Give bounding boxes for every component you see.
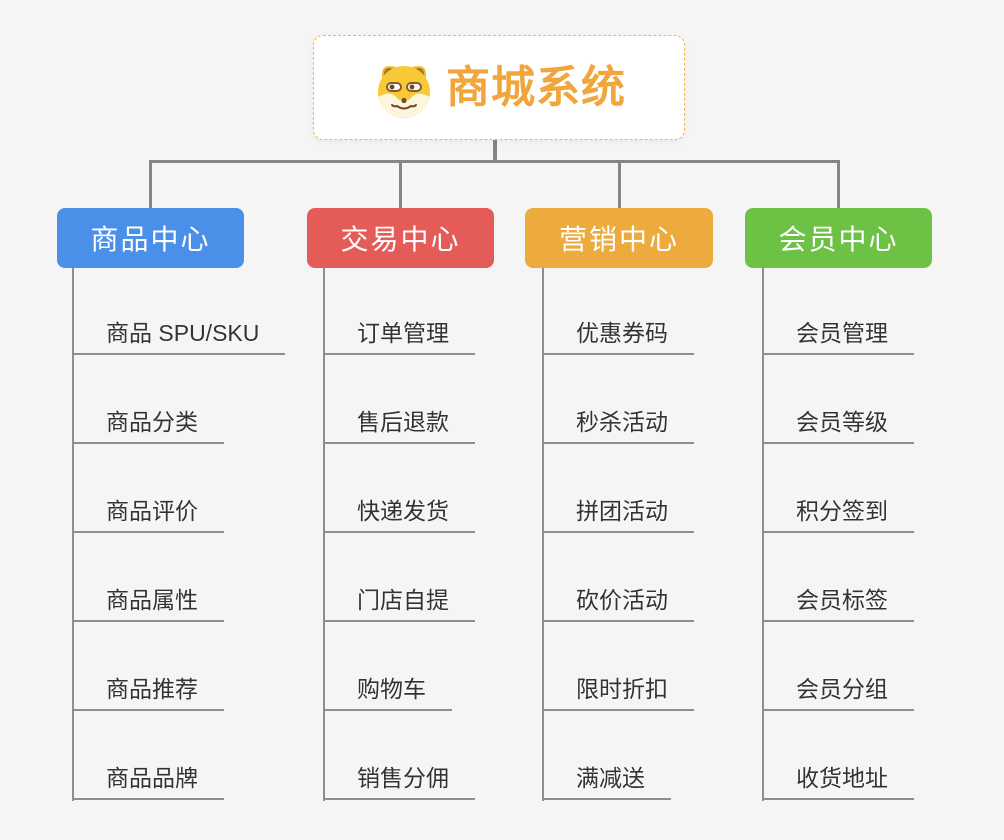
doge-face-icon bbox=[378, 65, 430, 118]
connector-drop-trade bbox=[399, 160, 402, 208]
leaf-item[interactable]: 拼团活动 bbox=[542, 496, 694, 533]
leaf-item[interactable]: 积分签到 bbox=[762, 496, 914, 533]
branch-spine-product bbox=[72, 268, 74, 801]
branch-header-product-center[interactable]: 商品中心 bbox=[57, 208, 244, 268]
leaf-item[interactable]: 满减送 bbox=[542, 763, 671, 800]
connector-drop-marketing bbox=[618, 160, 621, 208]
leaf-item[interactable]: 砍价活动 bbox=[542, 585, 694, 622]
leaf-item[interactable]: 商品品牌 bbox=[72, 763, 224, 800]
branch-header-trade-center[interactable]: 交易中心 bbox=[307, 208, 494, 268]
leaf-item[interactable]: 商品评价 bbox=[72, 496, 224, 533]
leaf-item[interactable]: 订单管理 bbox=[323, 318, 475, 355]
leaf-item[interactable]: 门店自提 bbox=[323, 585, 475, 622]
branch-spine-marketing bbox=[542, 268, 544, 801]
leaf-item[interactable]: 会员管理 bbox=[762, 318, 914, 355]
leaf-item[interactable]: 会员标签 bbox=[762, 585, 914, 622]
leaf-item[interactable]: 商品分类 bbox=[72, 407, 224, 444]
connector-drop-product bbox=[149, 160, 152, 208]
leaf-item[interactable]: 销售分佣 bbox=[323, 763, 475, 800]
leaf-item[interactable]: 售后退款 bbox=[323, 407, 475, 444]
leaf-item[interactable]: 快递发货 bbox=[323, 496, 475, 533]
leaf-item[interactable]: 收货地址 bbox=[762, 763, 914, 800]
leaf-item[interactable]: 限时折扣 bbox=[542, 674, 694, 711]
branch-header-member-center[interactable]: 会员中心 bbox=[745, 208, 932, 268]
leaf-item[interactable]: 会员分组 bbox=[762, 674, 914, 711]
leaf-item[interactable]: 优惠券码 bbox=[542, 318, 694, 355]
leaf-item[interactable]: 购物车 bbox=[323, 674, 452, 711]
branch-spine-trade bbox=[323, 268, 325, 801]
leaf-item[interactable]: 商品 SPU/SKU bbox=[72, 318, 286, 355]
connector-horizontal-bar bbox=[149, 160, 840, 163]
branch-header-marketing-center[interactable]: 营销中心 bbox=[525, 208, 713, 268]
root-node[interactable]: 商城系统 bbox=[313, 35, 685, 140]
leaf-item[interactable]: 商品推荐 bbox=[72, 674, 224, 711]
connector-drop-member bbox=[837, 160, 840, 208]
root-title: 商城系统 bbox=[446, 62, 626, 112]
leaf-item[interactable]: 商品属性 bbox=[72, 585, 224, 622]
leaf-item[interactable]: 秒杀活动 bbox=[542, 407, 694, 444]
branch-spine-member bbox=[762, 268, 764, 801]
connector-root-stem bbox=[493, 140, 497, 163]
leaf-item[interactable]: 会员等级 bbox=[762, 407, 914, 444]
